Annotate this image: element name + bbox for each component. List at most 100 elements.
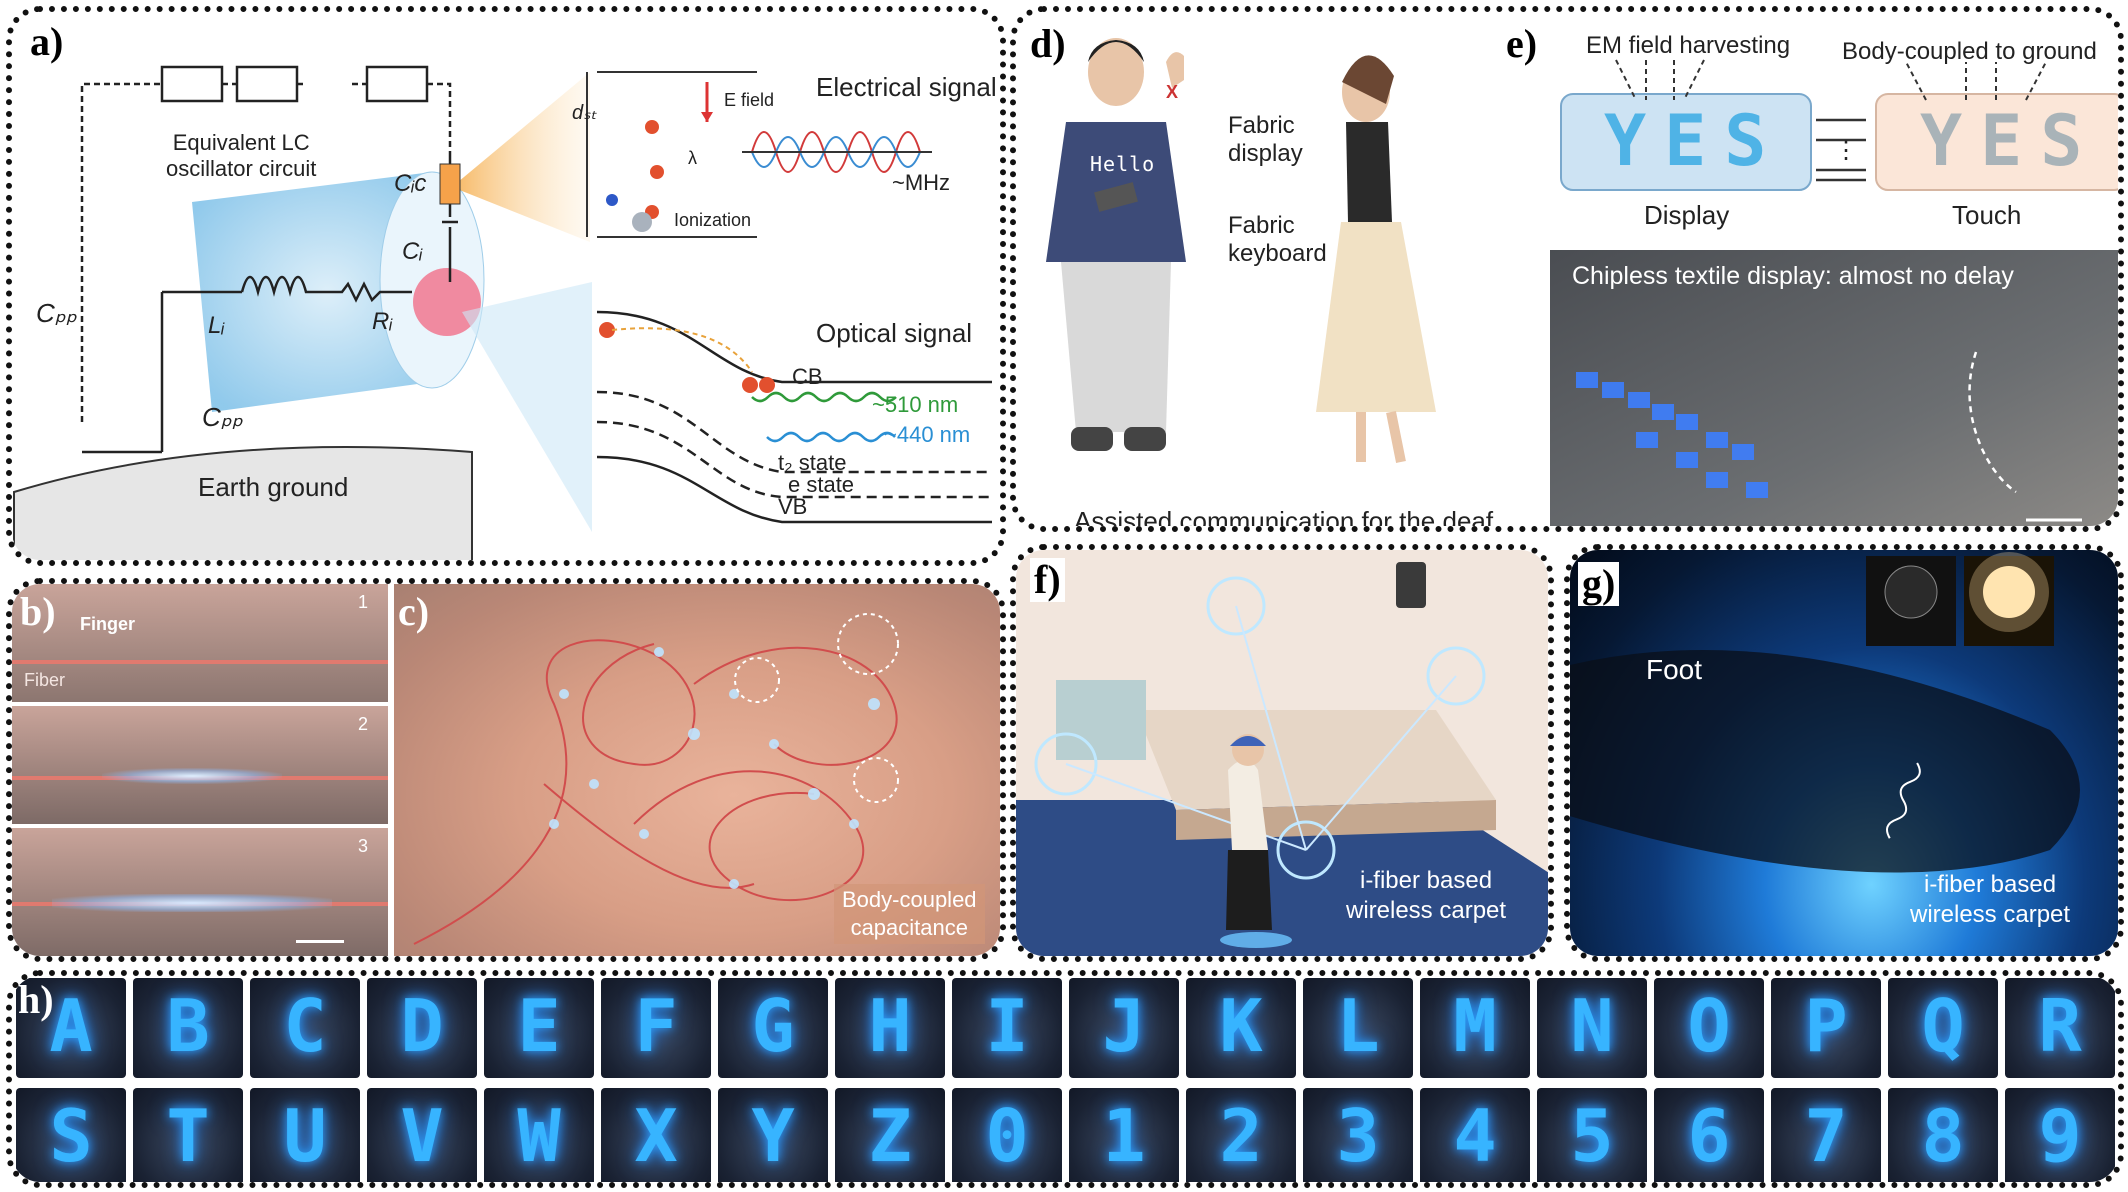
li-label: Lᵢ	[208, 312, 225, 339]
cb-label: CB	[792, 364, 823, 389]
character-glyph: G	[751, 984, 795, 1068]
character-glyph: 2	[1219, 1094, 1263, 1178]
character-glyph: K	[1219, 984, 1263, 1068]
character-tile: N	[1537, 978, 1647, 1078]
character-glyph: 6	[1687, 1094, 1731, 1178]
character-glyph: U	[283, 1094, 327, 1178]
character-tile: Z	[835, 1088, 945, 1182]
earth-ground-label: Earth ground	[198, 472, 349, 502]
character-glyph: T	[166, 1094, 210, 1178]
dst-label: dₛₜ	[572, 102, 597, 124]
character-glyph: D	[400, 984, 444, 1068]
fiber-label: Fiber	[24, 670, 66, 690]
cpp-label-1: Cₚₚ	[36, 298, 78, 328]
efield-label: E field	[724, 90, 775, 110]
character-tile: 2	[1186, 1088, 1296, 1182]
wireless-carpet-room-illustration	[1016, 550, 1548, 956]
character-tile: Q	[1888, 978, 1998, 1078]
character-glyph: R	[2038, 984, 2082, 1068]
character-tile: K	[1186, 978, 1296, 1078]
fabric-keyboard-label: Fabric keyboard	[1228, 212, 1327, 267]
character-glyph: 7	[1804, 1094, 1848, 1178]
panel-a-label: a)	[26, 20, 68, 64]
character-glyph: P	[1804, 984, 1848, 1068]
yes-touch-text: YES	[1920, 100, 2101, 182]
panel-g: Foot i-fiber based wireless carpet	[1564, 544, 2124, 962]
panel-h-label: h)	[18, 977, 54, 1022]
shirt-hello-text: Hello	[1090, 152, 1156, 176]
panel-g-label: g)	[1578, 562, 1620, 606]
character-tile: 3	[1303, 1088, 1413, 1182]
character-glyph: 1	[1102, 1094, 1146, 1178]
character-tile: H	[835, 978, 945, 1078]
character-tile: B	[133, 978, 243, 1078]
finger-label: Finger	[80, 614, 136, 634]
character-glyph: 0	[985, 1094, 1029, 1178]
assisted-communication-caption: Assisted communication for the deaf	[1074, 506, 1494, 532]
panel-a: Equivalent LC oscillator circuit Cᵢc Cᵢ …	[6, 6, 1006, 566]
character-tile: E	[484, 978, 594, 1078]
panel-g-caption: i-fiber based wireless carpet	[1910, 871, 2071, 928]
nm440-label: ~440 nm	[884, 422, 971, 447]
character-glyph: 9	[2038, 1094, 2082, 1178]
vertical-dots: ⋮	[1834, 137, 1858, 164]
character-glyph: V	[400, 1094, 444, 1178]
character-glyph: Z	[868, 1094, 912, 1178]
character-tile: I	[952, 978, 1062, 1078]
character-glyph: X	[634, 1094, 678, 1178]
character-glyph: E	[517, 984, 561, 1068]
character-tile: 1	[1069, 1088, 1179, 1182]
character-glyph: A	[49, 984, 93, 1068]
character-tile: 9	[2005, 1088, 2115, 1182]
character-tile: U	[250, 1088, 360, 1182]
character-glyph: Q	[1921, 984, 1965, 1068]
panel-b-frame-2	[12, 706, 388, 824]
panel-b-frame-1	[12, 584, 388, 702]
panel-e-label: e)	[1502, 22, 1542, 66]
t2-state-label: t₂ state	[778, 450, 847, 475]
circuit-diagram	[13, 65, 992, 560]
character-tile: A	[16, 978, 126, 1078]
character-glyph: 3	[1336, 1094, 1380, 1178]
character-tile: J	[1069, 978, 1179, 1078]
fiber-loops	[413, 613, 899, 945]
panel-b-label: b)	[20, 589, 56, 634]
character-tile: 5	[1537, 1088, 1647, 1182]
character-tile: M	[1420, 978, 1530, 1078]
character-glyph: S	[49, 1094, 93, 1178]
character-tile: W	[484, 1088, 594, 1182]
panel-c-label: c)	[398, 589, 430, 634]
character-glyph: W	[517, 1094, 561, 1178]
character-tile: 7	[1771, 1088, 1881, 1182]
yes-display-text: YES	[1604, 100, 1785, 182]
character-tile: 4	[1420, 1088, 1530, 1182]
frame-number-1: 1	[358, 592, 369, 612]
lambda-label: λ	[688, 148, 697, 168]
nm510-label: ~510 nm	[872, 392, 959, 417]
character-tile: 6	[1654, 1088, 1764, 1182]
panel-f: i-fiber based wireless carpet	[1010, 544, 1554, 962]
foot-and-bulb-illustration	[1570, 552, 2080, 873]
character-glyph: J	[1102, 984, 1146, 1068]
character-glyph: M	[1453, 984, 1497, 1068]
character-glyph: 5	[1570, 1094, 1614, 1178]
panel-bc: Finger Fiber 1 2 3 Body-coupled capacita…	[6, 578, 1006, 962]
fabric-display-label: Fabric display	[1228, 112, 1303, 167]
character-glyph: L	[1336, 984, 1380, 1068]
panel-b-frame-3	[12, 828, 388, 956]
character-tile: P	[1771, 978, 1881, 1078]
ci-label: Cᵢ	[402, 238, 423, 265]
body-coupled-ground-label: Body-coupled to ground	[1842, 38, 2097, 65]
panel-f-label: f)	[1030, 558, 1065, 602]
character-glyph: 8	[1921, 1094, 1965, 1178]
panel-c-photo: Body-coupled capacitance	[394, 584, 1000, 956]
frame-number-3: 3	[358, 836, 369, 856]
character-tile: Y	[718, 1088, 828, 1182]
character-tile: X	[601, 1088, 711, 1182]
ri-label: Rᵢ	[372, 308, 393, 335]
electrical-signal-label: Electrical signal	[816, 72, 997, 102]
character-glyph: 4	[1453, 1094, 1497, 1178]
panel-d-label: d)	[1026, 22, 1070, 66]
e-state-label: e state	[788, 472, 855, 497]
